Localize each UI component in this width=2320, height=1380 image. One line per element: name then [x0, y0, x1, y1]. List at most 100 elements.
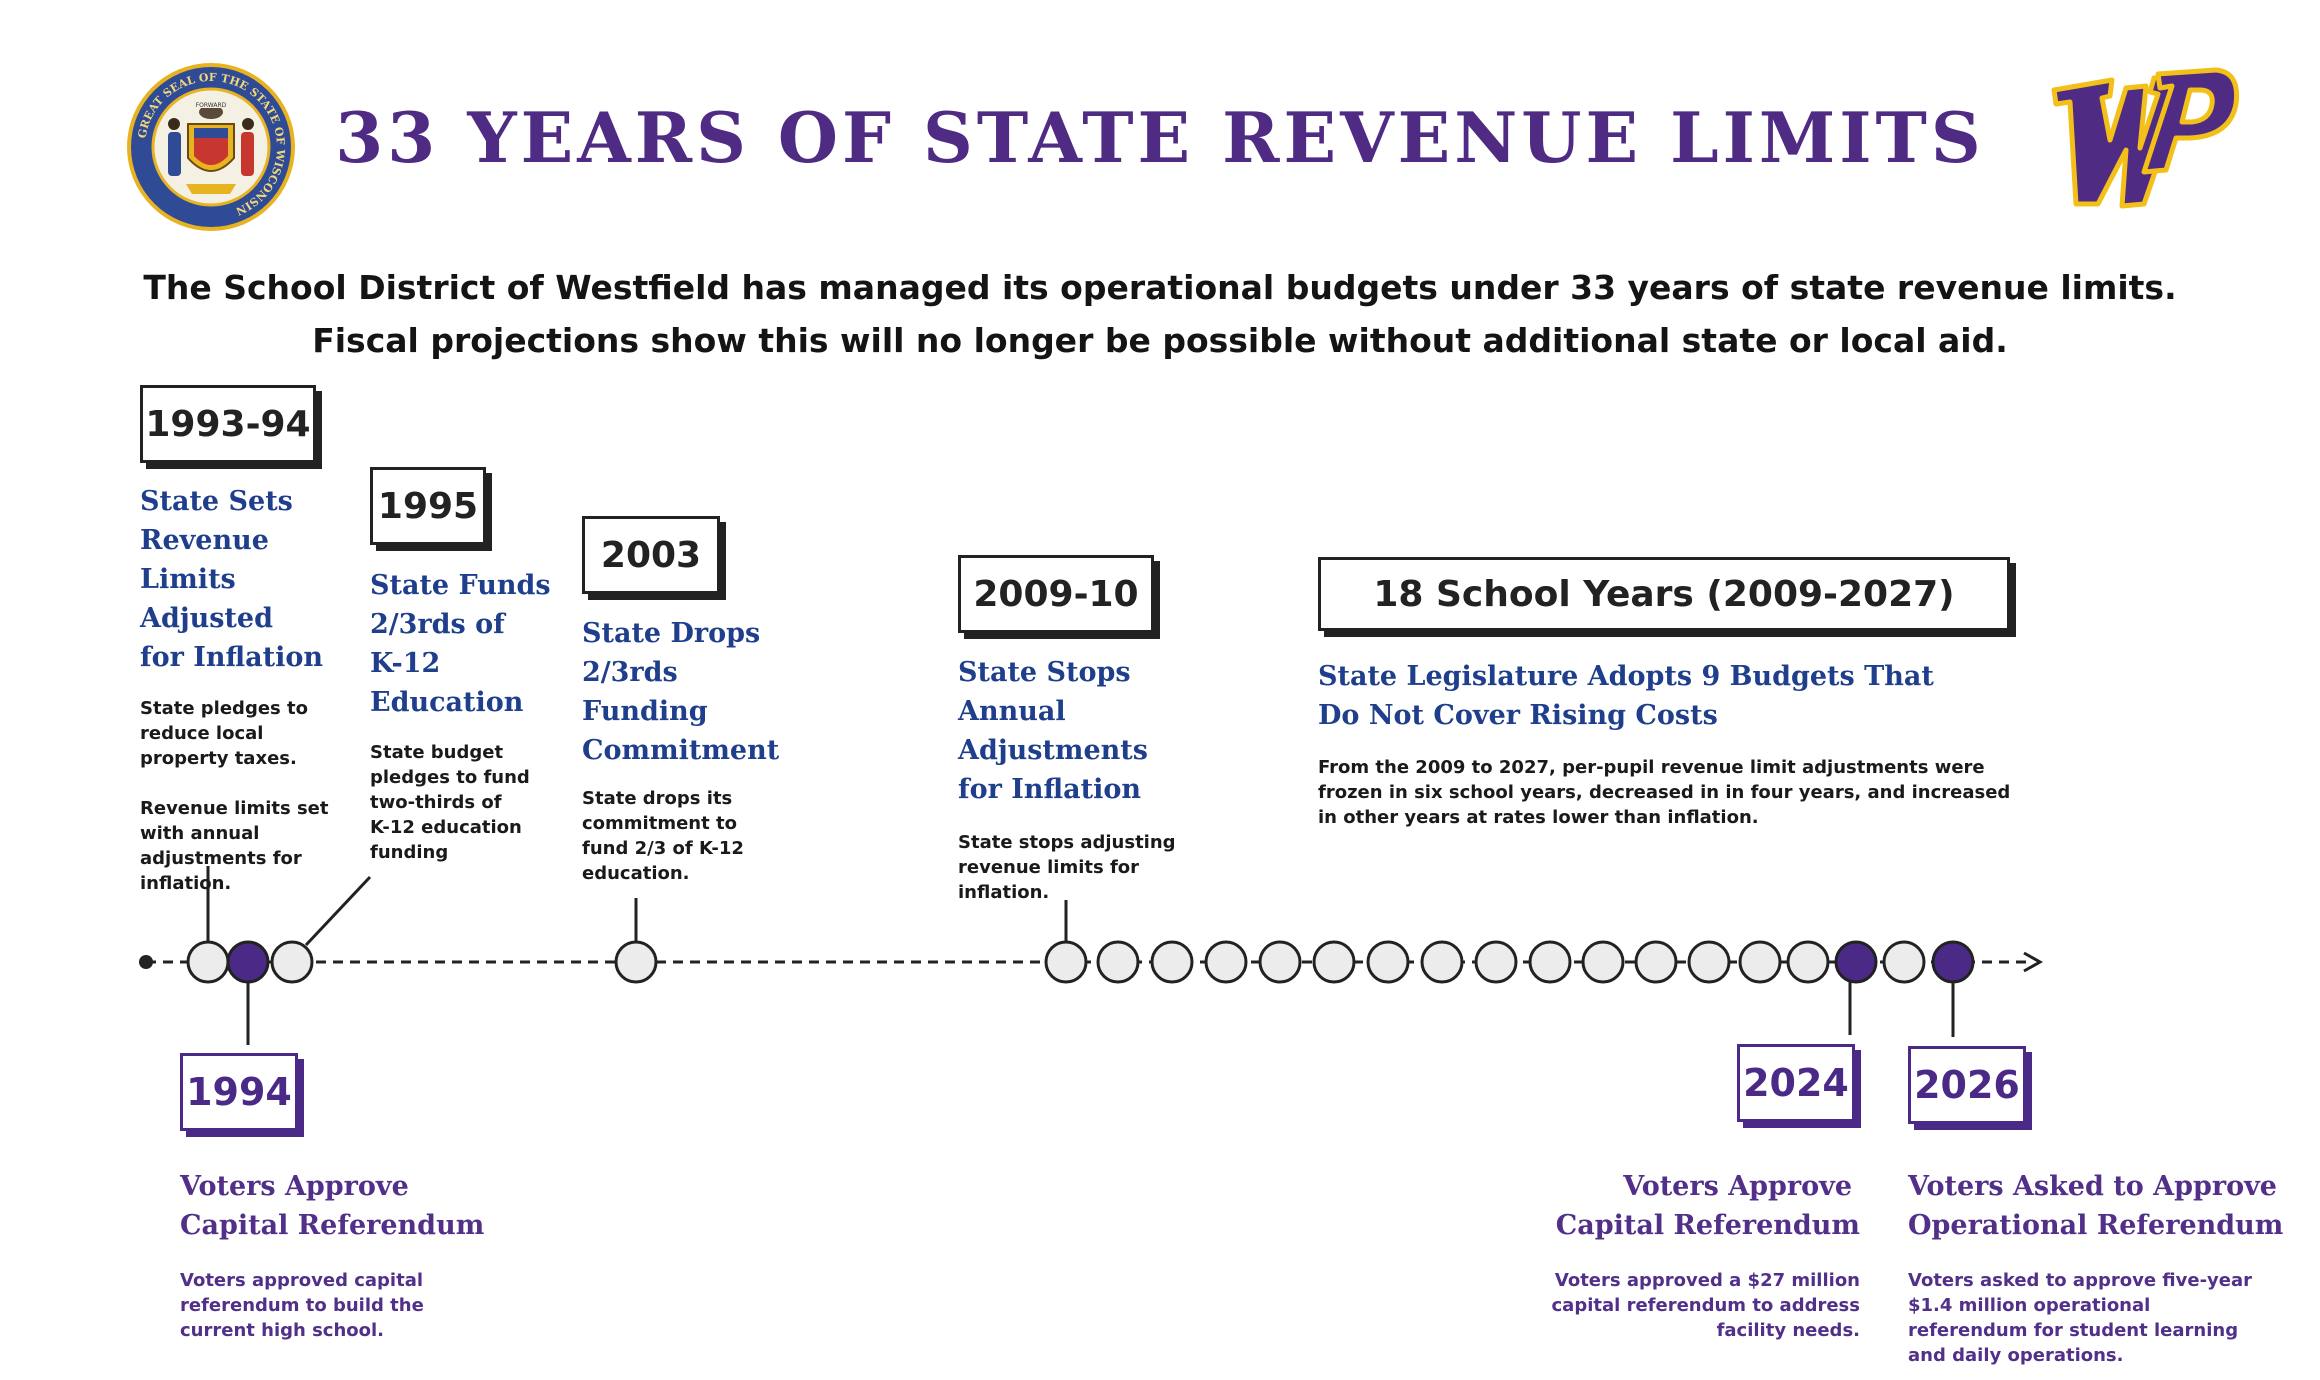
heading-line: Annual — [958, 696, 1066, 727]
heading-line: Adjusted — [140, 603, 273, 634]
timeline-node-highlighted — [226, 940, 270, 984]
timeline-node — [1044, 940, 1088, 984]
event-18-years-body: From the 2009 to 2027, per-pupil revenue… — [1318, 755, 2138, 830]
year-box-1994: 1994 — [180, 1053, 298, 1131]
timeline-node — [186, 940, 230, 984]
timeline-arrow — [2023, 951, 2044, 973]
body-line: State budget — [370, 742, 504, 763]
timeline-node — [1882, 940, 1926, 984]
body-line: Voters asked to approve five-year — [1908, 1270, 2253, 1291]
body-line: reduce local — [140, 723, 264, 744]
body-line: frozen in six school years, decreased in… — [1318, 782, 2011, 803]
heading-line: Operational Referendum — [1908, 1210, 2284, 1241]
body-line: revenue limits for — [958, 857, 1140, 878]
body-line: facility needs. — [1716, 1320, 1860, 1341]
year-box-2024: 2024 — [1737, 1044, 1855, 1122]
event-1995-body: State budget pledges to fund two-thirds … — [370, 740, 570, 865]
timeline-node — [1204, 940, 1248, 984]
heading-line: Funding — [582, 696, 708, 727]
event-1994-body: Voters approved capital referendum to bu… — [180, 1268, 460, 1343]
timeline-node — [1687, 940, 1731, 984]
event-1993-body: State pledges to reduce local property t… — [140, 696, 360, 896]
heading-line: K-12 — [370, 648, 441, 679]
heading-line: 2/3rds — [582, 657, 678, 688]
heading-line: Voters Approve — [180, 1171, 409, 1202]
event-1994-heading: Voters Approve Capital Referendum — [180, 1167, 500, 1245]
heading-line: State Legislature Adopts 9 Budgets That — [1318, 661, 1934, 692]
body-line: pledges to fund — [370, 767, 530, 788]
body-line: Voters approved a $27 million — [1554, 1270, 1860, 1291]
year-box-18-school-years: 18 School Years (2009-2027) — [1318, 557, 2010, 631]
event-18-years-heading: State Legislature Adopts 9 Budgets That … — [1318, 657, 2118, 735]
body-line: From the 2009 to 2027, per-pupil revenue… — [1318, 757, 1985, 778]
timeline-node — [270, 940, 314, 984]
timeline-node — [1786, 940, 1830, 984]
page-title: 33 YEARS OF STATE REVENUE LIMITS — [335, 98, 1985, 179]
body-line: K-12 education — [370, 817, 522, 838]
event-2024-heading: Voters Approve Capital Referendum — [1520, 1167, 1860, 1245]
heading-line: Limits — [140, 564, 236, 595]
heading-line: Revenue — [140, 525, 269, 556]
school-logo: WP — [2040, 64, 2240, 220]
connector-1995 — [304, 875, 372, 947]
heading-line: for Inflation — [140, 642, 324, 673]
body-line: education. — [582, 863, 690, 884]
heading-line: State Sets — [140, 486, 293, 517]
heading-line: Capital Referendum — [1555, 1210, 1860, 1241]
body-line: inflation. — [140, 873, 232, 894]
body-line: State stops adjusting — [958, 832, 1176, 853]
year-box-2026: 2026 — [1908, 1046, 2026, 1124]
event-2026-heading: Voters Asked to Approve Operational Refe… — [1908, 1167, 2308, 1245]
heading-line: Adjustments — [958, 735, 1148, 766]
timeline-node — [614, 940, 658, 984]
body-line: with annual — [140, 823, 260, 844]
timeline-node — [1150, 940, 1194, 984]
body-line: commitment to — [582, 813, 737, 834]
heading-line: Capital Referendum — [180, 1210, 485, 1241]
body-line: Revenue limits set — [140, 798, 329, 819]
timeline-node-highlighted — [1931, 940, 1975, 984]
timeline-node — [1420, 940, 1464, 984]
body-line: capital referendum to address — [1551, 1295, 1860, 1316]
body-line: fund 2/3 of K-12 — [582, 838, 744, 859]
timeline-node — [1366, 940, 1410, 984]
body-line: adjustments for — [140, 848, 302, 869]
event-1995-heading: State Funds 2/3rds of K-12 Education — [370, 566, 570, 722]
heading-line: Commitment — [582, 735, 780, 766]
timeline-node — [1528, 940, 1572, 984]
event-2009-heading: State Stops Annual Adjustments for Infla… — [958, 653, 1198, 809]
timeline-start-dot — [139, 955, 153, 969]
body-line: State drops its — [582, 788, 733, 809]
body-line: referendum to build the — [180, 1295, 424, 1316]
heading-line: Education — [370, 687, 524, 718]
timeline-node — [1738, 940, 1782, 984]
heading-line: State Drops — [582, 618, 761, 649]
heading-line: for Inflation — [958, 774, 1142, 805]
body-line: inflation. — [958, 882, 1050, 903]
event-2003-body: State drops its commitment to fund 2/3 o… — [582, 786, 802, 886]
heading-line: State Stops — [958, 657, 1131, 688]
event-2024-body: Voters approved a $27 million capital re… — [1520, 1268, 1860, 1343]
heading-line: Voters Approve — [1623, 1171, 1852, 1202]
event-2003-heading: State Drops 2/3rds Funding Commitment — [582, 614, 802, 770]
body-line: funding — [370, 842, 449, 863]
wisconsin-seal: GREAT SEAL OF THE STATE OF WISCONSIN FOR… — [126, 62, 296, 232]
timeline-node-highlighted — [1834, 940, 1878, 984]
body-line: State pledges to — [140, 698, 308, 719]
timeline-node — [1581, 940, 1625, 984]
heading-line: Do Not Cover Rising Costs — [1318, 700, 1718, 731]
event-1993-heading: State Sets Revenue Limits Adjusted for I… — [140, 482, 370, 677]
year-box-1993-94: 1993-94 — [140, 385, 316, 463]
event-2026-body: Voters asked to approve five-year $1.4 m… — [1908, 1268, 2308, 1368]
body-line: property taxes. — [140, 748, 297, 769]
seal-motto: FORWARD — [196, 102, 227, 109]
body-line: current high school. — [180, 1320, 385, 1341]
body-line: in other years at rates lower than infla… — [1318, 807, 1759, 828]
timeline-node — [1258, 940, 1302, 984]
heading-line: State Funds — [370, 570, 551, 601]
heading-line: Voters Asked to Approve — [1908, 1171, 2277, 1202]
body-line: referendum for student learning — [1908, 1320, 2239, 1341]
year-box-1995: 1995 — [370, 467, 486, 545]
body-line: Voters approved capital — [180, 1270, 424, 1291]
